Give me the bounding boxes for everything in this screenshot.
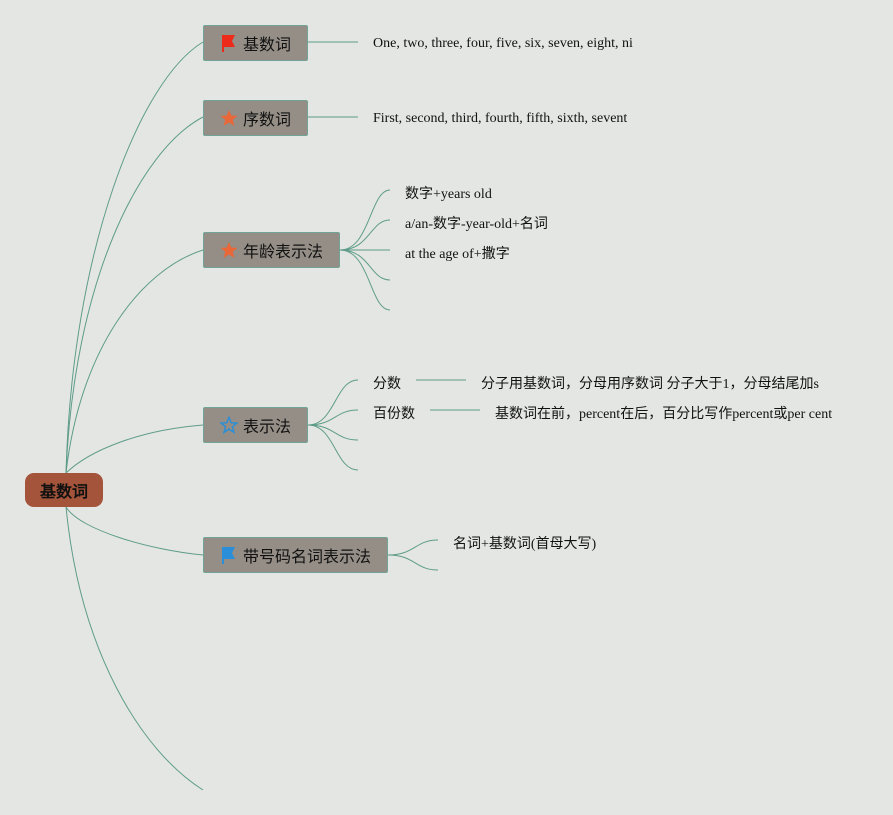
orange-star-icon xyxy=(220,109,238,126)
leaf-text[interactable]: 名词+基数词(首母大写) xyxy=(453,537,597,552)
leaf-text[interactable]: 数字+years old xyxy=(405,187,492,202)
red-flag-icon xyxy=(221,35,235,52)
branch-label: 年龄表示法 xyxy=(242,242,323,261)
branch-node-ordinal[interactable]: 序数词 xyxy=(203,100,308,136)
leaf-text[interactable]: at the age of+撒字 xyxy=(405,247,510,262)
leaf-fraction[interactable]: 分数 xyxy=(373,377,401,392)
branch-label: 带号码名词表示法 xyxy=(242,547,371,566)
branch-node-cardinal[interactable]: 基数词 xyxy=(203,25,308,61)
root-label: 基数词 xyxy=(39,482,88,501)
branch-node-age[interactable]: 年龄表示法 xyxy=(203,232,340,268)
branch-label: 基数词 xyxy=(242,35,291,54)
leaf-text[interactable]: First, second, third, fourth, fifth, six… xyxy=(373,111,628,126)
blue-outline-star-icon xyxy=(219,416,238,434)
branch-label: 表示法 xyxy=(242,417,291,436)
leaf-percent[interactable]: 百份数 xyxy=(373,407,415,422)
leaf-text[interactable]: One, two, three, four, five, six, seven,… xyxy=(373,36,633,51)
leaf-fraction-detail[interactable]: 分子用基数词，分母用序数词 分子大于1，分母结尾加s xyxy=(481,377,819,392)
branch-node-numbered-noun[interactable]: 带号码名词表示法 xyxy=(203,537,388,573)
root-node[interactable]: 基数词 xyxy=(25,473,103,507)
leaf-percent-detail[interactable]: 基数词在前，percent在后，百分比写作percent或per cent xyxy=(495,407,833,422)
branch-label: 序数词 xyxy=(242,110,291,129)
orange-star-icon xyxy=(220,241,238,258)
blue-flag-icon xyxy=(221,547,235,564)
branch-node-expression[interactable]: 表示法 xyxy=(203,407,308,443)
leaf-text[interactable]: a/an-数字-year-old+名词 xyxy=(405,217,548,232)
